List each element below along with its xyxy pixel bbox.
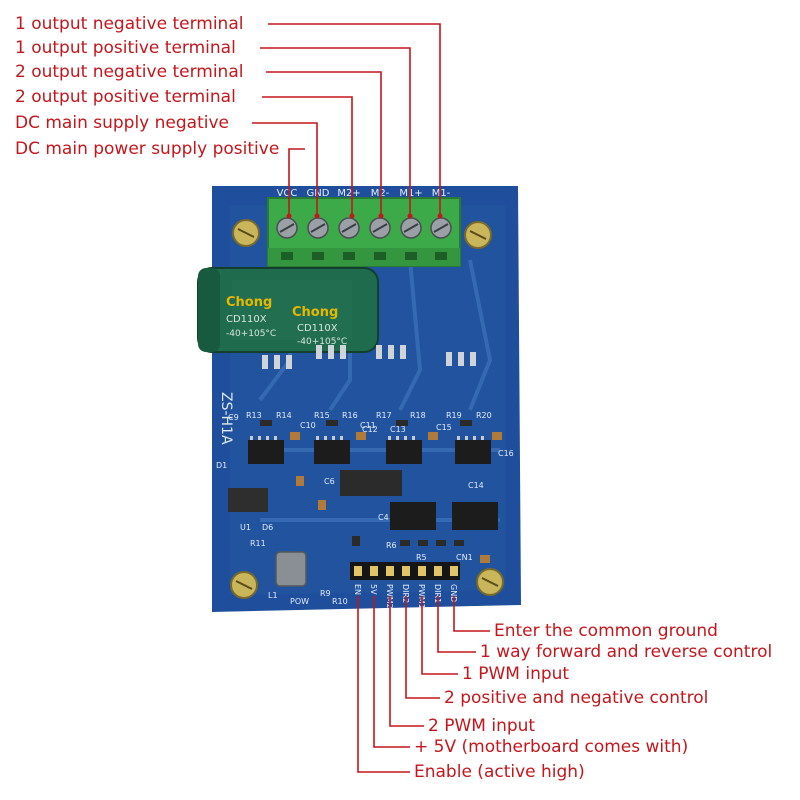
leader-5v [373, 596, 410, 748]
silkscreen-label: U1 [240, 523, 251, 532]
capacitor-model: CD110X [226, 314, 267, 325]
callout-enable: Enable (active high) [414, 762, 585, 782]
capacitor-markings: Chong Chong CD110X CD110X -40+105°C -40+… [226, 295, 347, 347]
silkscreen-label: D6 [262, 523, 273, 532]
mosfets [262, 345, 476, 369]
terminal-label: GND [307, 188, 330, 199]
silkscreen-label: R13 [246, 411, 262, 420]
silkscreen-label: L1 [268, 591, 278, 600]
leader-pwm1 [421, 596, 458, 675]
leader-dir2 [405, 596, 440, 699]
silkscreen-label: C15 [436, 423, 452, 432]
silkscreen-label: R9 [320, 589, 331, 598]
callout-common-ground: Enter the common ground [494, 621, 718, 641]
callout-2-output-positive: 2 output positive terminal [15, 87, 236, 107]
top-leader-lines [252, 23, 441, 214]
header-pin-label: DIR1 [433, 584, 442, 603]
capacitor-brand: Chong [292, 305, 338, 320]
silkscreen-label: C11 [360, 421, 376, 430]
silkscreen-label: POW [290, 597, 309, 606]
leader-dir1 [437, 596, 476, 653]
silkscreen-label: R14 [276, 411, 292, 420]
capacitor-model: CD110X [297, 323, 338, 334]
silkscreen-label: C13 [390, 425, 406, 434]
silkscreen-label: R15 [314, 411, 330, 420]
silkscreen-label: C12 [362, 425, 378, 434]
terminal-label: M2+ [337, 188, 360, 199]
leader-1-out-pos [260, 47, 411, 214]
silkscreen-label: D1 [216, 461, 227, 470]
leader-pwm2 [389, 596, 424, 727]
board-model-label: ZS-H1A [218, 392, 234, 445]
silkscreen-label: C6 [324, 477, 335, 486]
leader-2-out-pos [262, 96, 353, 214]
terminal-block [267, 197, 461, 267]
silkscreen-label: R10 [332, 597, 348, 606]
leader-gnd [453, 596, 490, 632]
callout-1-output-positive: 1 output positive terminal [15, 38, 236, 58]
inductor [275, 551, 307, 587]
terminal-labels: VCC GND M2+ M2- M1+ M1- [277, 188, 451, 199]
leader-en [357, 596, 410, 773]
silkscreen-label: C16 [498, 449, 514, 458]
silkscreen-label: R16 [342, 411, 358, 420]
silkscreen-label: R5 [416, 553, 427, 562]
bottom-leader-lines [357, 596, 490, 773]
leader-dc-neg [252, 122, 318, 214]
driver-ics [228, 440, 498, 530]
electrolytic-capacitor [197, 267, 379, 353]
callout-dc-supply-negative: DC main supply negative [15, 113, 229, 133]
silkscreen-label: C4 [378, 513, 389, 522]
leader-2-out-neg [266, 71, 382, 214]
silkscreen-label: R19 [446, 411, 462, 420]
callout-5v: + 5V (motherboard comes with) [414, 737, 689, 757]
capacitor-brand: Chong [226, 295, 272, 310]
header-pin-label: DIR2 [401, 584, 410, 603]
silkscreen-label: R17 [376, 411, 392, 420]
leader-dc-pos [288, 148, 305, 214]
terminal-label: M2- [371, 188, 390, 199]
callout-2-pwm-input: 2 PWM input [428, 716, 536, 736]
callout-1-pwm-input: 1 PWM input [462, 664, 570, 684]
capacitor-temp: -40+105°C [226, 329, 276, 339]
silkscreen-label: R20 [476, 411, 492, 420]
smd-components [260, 420, 502, 563]
callout-1-output-negative: 1 output negative terminal [15, 14, 244, 34]
terminal-label: M1+ [399, 188, 422, 199]
callout-2-direction-control: 2 positive and negative control [444, 688, 709, 708]
mounting-screws [230, 219, 504, 599]
callout-2-output-negative: 2 output negative terminal [15, 62, 244, 82]
silkscreen-label: CN1 [456, 553, 473, 562]
header-pin-label: 5V [369, 584, 378, 595]
header-pin-label: GND [449, 584, 458, 602]
header-pin-label: EN [353, 584, 362, 595]
silkscreen-label: C14 [468, 481, 484, 490]
terminal-label: VCC [277, 188, 298, 199]
pin-header [350, 562, 460, 580]
top-leader-dots [286, 213, 443, 219]
terminal-label: M1- [432, 188, 451, 199]
capacitor-temp: -40+105°C [297, 337, 347, 347]
silkscreen-label: R6 [386, 541, 397, 550]
silkscreen-label: R11 [250, 539, 266, 548]
callout-1-direction-control: 1 way forward and reverse control [480, 642, 773, 662]
silkscreen-label: C10 [300, 421, 316, 430]
callout-dc-supply-positive: DC main power supply positive [15, 139, 280, 159]
ic-pins [250, 436, 484, 440]
leader-1-out-neg [268, 23, 441, 214]
silkscreen-label: R18 [410, 411, 426, 420]
silkscreen-label: C9 [228, 413, 239, 422]
